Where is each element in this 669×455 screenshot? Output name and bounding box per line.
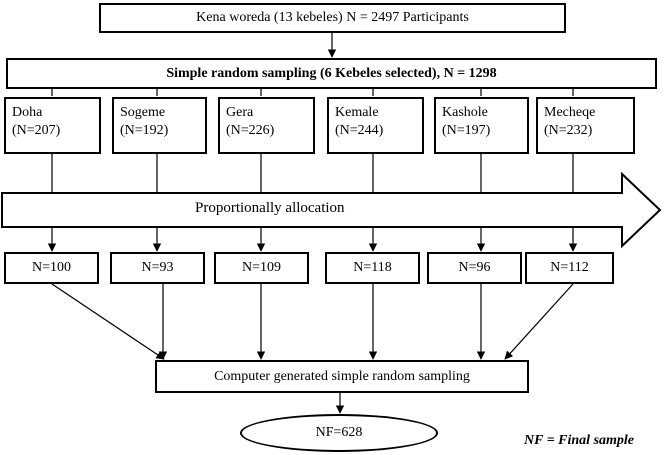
kebele-box-mecheqe: Mecheqe (N=232) xyxy=(536,97,635,154)
final-sample-legend: NF = Final sample xyxy=(524,433,635,448)
kebele-name: Doha xyxy=(12,105,43,120)
kebele-box-kemale: Kemale (N=244) xyxy=(327,97,424,154)
kebele-name: Sogeme xyxy=(120,105,166,120)
kebele-name: Kemale xyxy=(335,105,379,120)
final-sample-ellipse: NF=628 xyxy=(240,414,438,452)
proportional-allocation-label: Proportionally allocation xyxy=(195,200,345,216)
woreda-box: Kena woreda (13 kebeles) N = 2497 Partic… xyxy=(99,3,566,33)
kebele-name: Mecheqe xyxy=(544,105,596,120)
allocation-box-mecheqe: N=112 xyxy=(525,252,614,284)
allocation-box-kemale: N=118 xyxy=(325,252,420,284)
kebele-count: (N=244) xyxy=(335,123,384,138)
allocation-box-gera: N=109 xyxy=(214,252,309,284)
kebele-box-doha: Doha (N=207) xyxy=(4,97,101,154)
kebele-name: Gera xyxy=(226,105,254,120)
kebele-box-gera: Gera (N=226) xyxy=(218,97,315,154)
proportional-allocation-arrow xyxy=(1,171,662,249)
kebele-box-kashole: Kashole (N=197) xyxy=(434,97,529,154)
arrow-100-final xyxy=(51,283,165,360)
allocation-box-sogeme: N=93 xyxy=(110,252,205,284)
kebele-count: (N=226) xyxy=(226,123,275,138)
allocation-box-kashole: N=96 xyxy=(427,252,522,284)
simple-random-sampling-box: Simple random sampling (6 Kebeles select… xyxy=(6,58,657,89)
kebele-count: (N=207) xyxy=(12,123,61,138)
kebele-count: (N=197) xyxy=(442,123,491,138)
allocation-box-doha: N=100 xyxy=(4,252,99,284)
arrow-112-final xyxy=(504,283,574,360)
kebele-count: (N=192) xyxy=(120,123,169,138)
computer-generated-sampling-box: Computer generated simple random samplin… xyxy=(155,360,529,393)
kebele-name: Kashole xyxy=(442,105,488,120)
kebele-count: (N=232) xyxy=(544,123,593,138)
kebele-box-sogeme: Sogeme (N=192) xyxy=(112,97,207,154)
